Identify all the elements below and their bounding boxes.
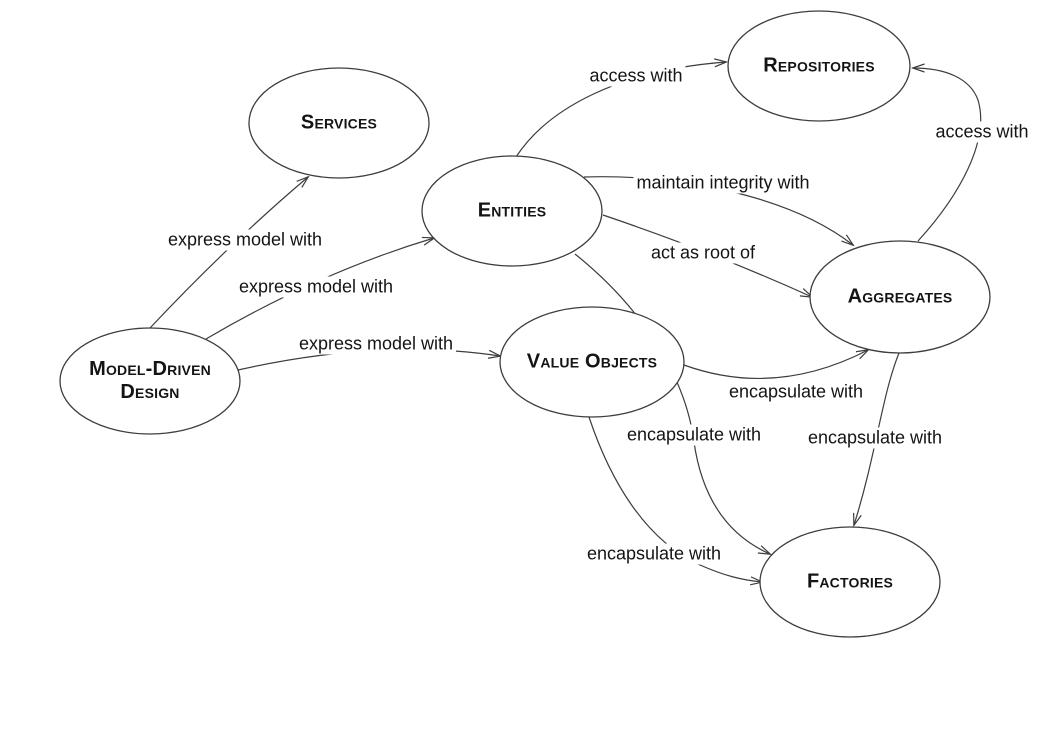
edge-entities-repositories [515, 62, 726, 158]
edge-label-access-with-entities: access with [586, 65, 686, 87]
node-ellipse-entities [421, 155, 603, 267]
edge-label-maintain-integrity-with: maintain integrity with [633, 172, 813, 194]
edge-label-express-model-with-entities: express model with [235, 276, 397, 298]
node-label-aggregates: Aggregates [847, 285, 953, 308]
node-label-value-objects: Value Objects [526, 350, 658, 373]
node-ellipse-value-objects [499, 306, 685, 418]
node-ellipse-aggregates [809, 240, 991, 354]
node-label-services: Services [300, 111, 378, 134]
edge-label-encapsulate-with-aggregates-factories: encapsulate with [804, 427, 946, 449]
edge-label-encapsulate-with-vo-factories: encapsulate with [583, 543, 725, 565]
edge-label-encapsulate-with-vo-aggregates: encapsulate with [725, 381, 867, 403]
edge-label-access-with-aggregates: access with [932, 121, 1032, 143]
edge-label-encapsulate-with-entities-factories: encapsulate with [623, 424, 765, 446]
node-ellipse-repositories [727, 10, 911, 122]
edge-label-express-model-with-value-objects: express model with [295, 333, 457, 355]
node-ellipse-factories [759, 526, 941, 638]
edge-label-express-model-with-services: express model with [164, 229, 326, 251]
edge-aggregates-repositories [913, 68, 982, 242]
node-label-factories: Factories [806, 570, 894, 593]
edge-value-objects-aggregates [683, 350, 868, 380]
node-label-entities: Entities [477, 199, 547, 222]
node-ellipse-services [248, 67, 430, 179]
node-label-repositories: Repositories [763, 54, 875, 77]
node-ellipse-model-driven-design [59, 327, 241, 435]
edge-label-act-as-root-of: act as root of [647, 242, 759, 264]
edge-model-driven-design-services [149, 177, 308, 329]
node-label-model-driven-design: Model-Driven Design [89, 358, 211, 403]
